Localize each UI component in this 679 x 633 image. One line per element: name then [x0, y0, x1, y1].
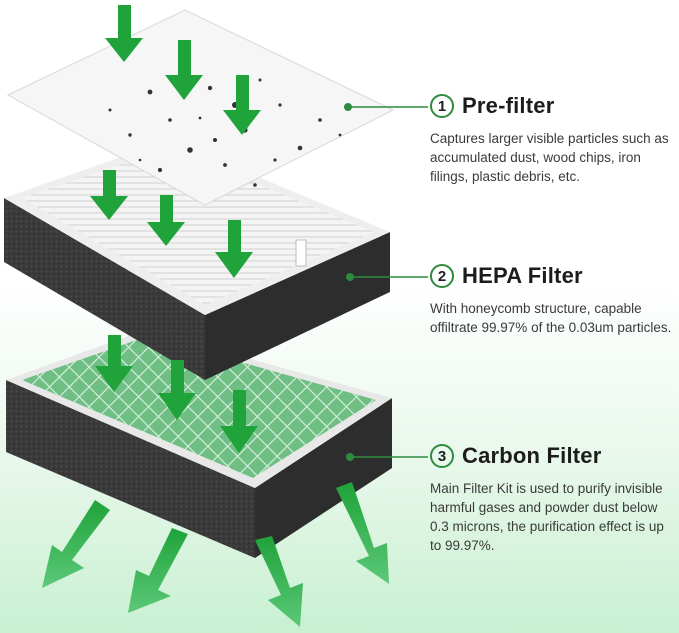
layer-title: Pre-filter [462, 93, 555, 118]
leader-dot-icon [344, 103, 352, 111]
prefilter-sheet [6, 9, 395, 206]
layer-title: HEPA Filter [462, 263, 583, 288]
hepa-pull-tab [295, 239, 307, 267]
carbon-foam-front [6, 380, 255, 558]
callout-hepa-filter: 2 HEPA Filter With honeycomb structure, … [430, 263, 675, 337]
pre-filter-layer [6, 9, 395, 206]
layer-description: Main Filter Kit is used to purify invisi… [430, 481, 664, 553]
callout-header: 2 HEPA Filter [430, 263, 675, 289]
callout-carbon-filter: 3 Carbon Filter Main Filter Kit is used … [430, 443, 675, 555]
leader-dot-icon [346, 453, 354, 461]
down-arrow-icon [90, 5, 261, 453]
hepa-foam-right [205, 232, 390, 380]
step-number-badge: 2 [430, 264, 454, 288]
step-number-badge: 3 [430, 444, 454, 468]
carbon-foam-right [255, 398, 392, 558]
leader-lines [344, 103, 428, 461]
leader-dot-icon [346, 273, 354, 281]
hepa-filter-layer [4, 140, 390, 380]
callout-header: 3 Carbon Filter [430, 443, 675, 469]
callout-header: 1 Pre-filter [430, 93, 675, 119]
step-number-badge: 1 [430, 94, 454, 118]
callout-pre-filter: 1 Pre-filter Captures larger visible par… [430, 93, 675, 186]
hepa-foam-front [4, 198, 205, 380]
layer-description: Captures larger visible particles such a… [430, 131, 669, 184]
layer-description: With honeycomb structure, capable offilt… [430, 301, 672, 335]
layer-title: Carbon Filter [462, 443, 602, 468]
outflow-arrow-icon [42, 482, 389, 627]
